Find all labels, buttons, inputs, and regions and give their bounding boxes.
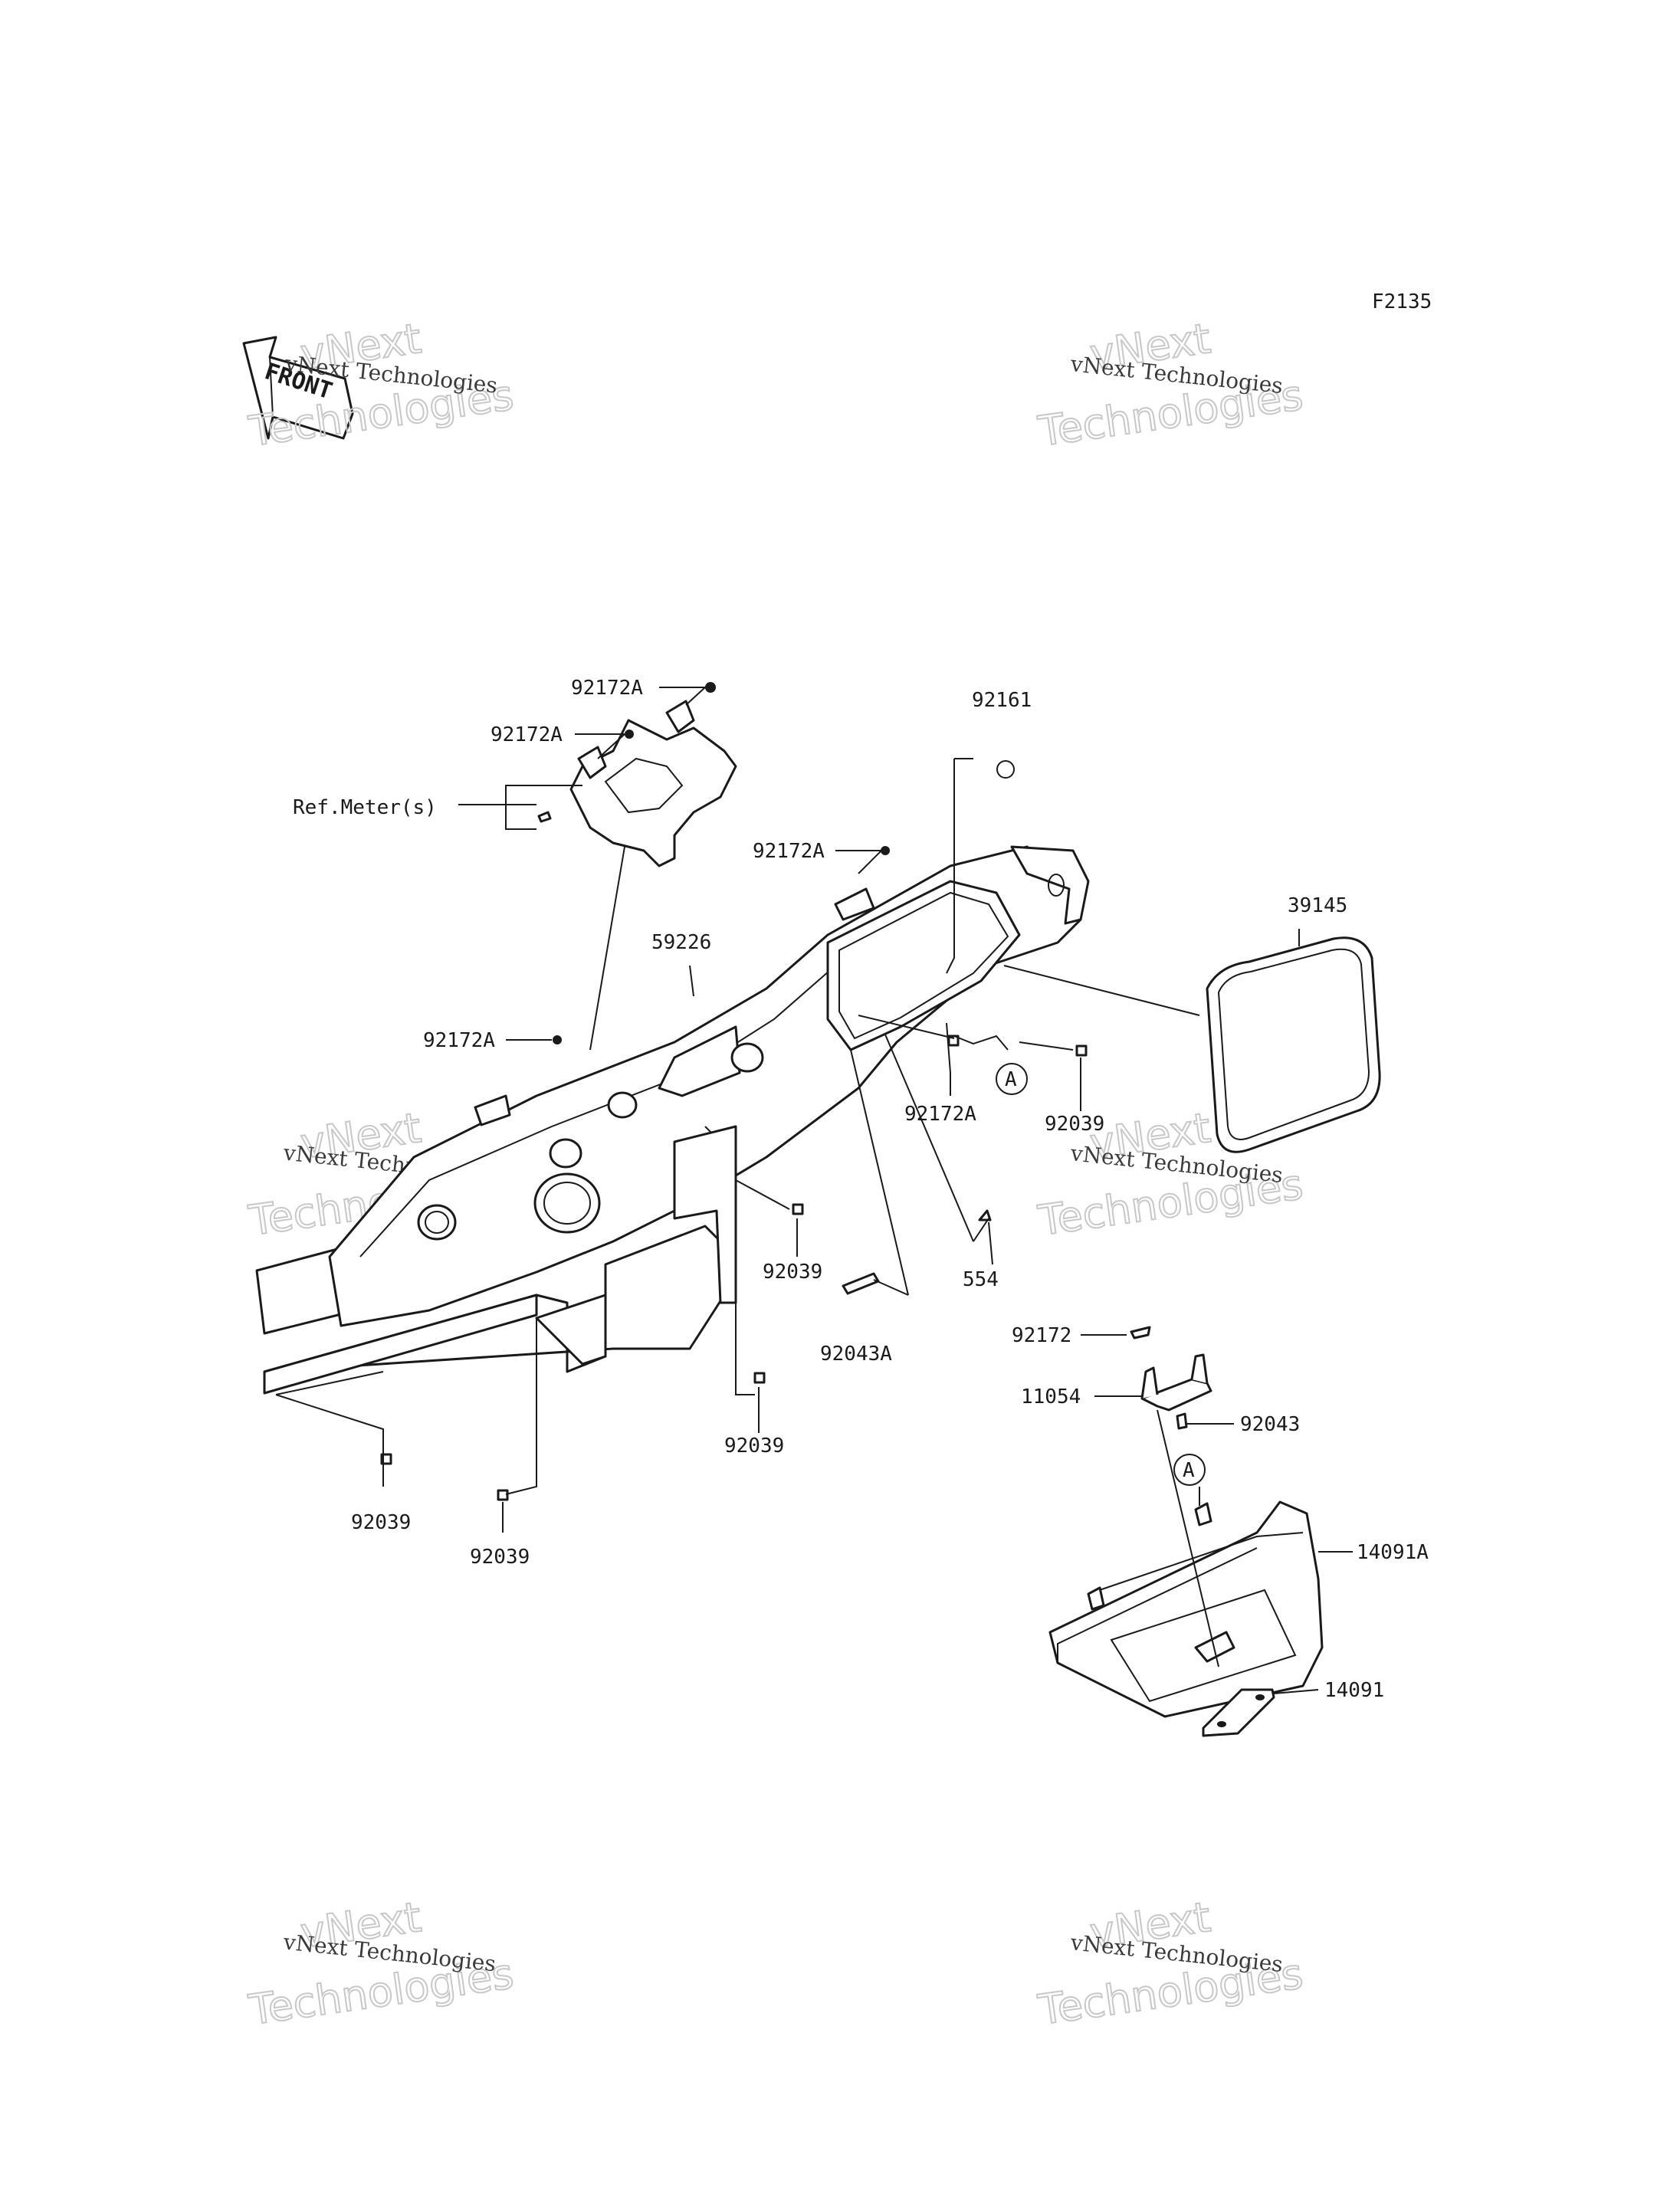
lid-14091A (1048, 1500, 1324, 1718)
lens-14091 (1202, 1688, 1275, 1737)
label-ref-meter: Ref.Meter(s) (293, 796, 437, 819)
label-92172A-top2: 92172A (491, 723, 563, 746)
label-59226: 59226 (651, 931, 711, 954)
label-92039-left: 92039 (351, 1511, 411, 1534)
label-39145: 39145 (1288, 894, 1347, 917)
label-554: 554 (963, 1268, 999, 1291)
marker-a-2: A (1173, 1454, 1206, 1486)
fasteners (380, 682, 1188, 1501)
bracket-11054 (1140, 1353, 1212, 1412)
label-92161: 92161 (972, 689, 1032, 712)
meter-bracket (569, 700, 737, 867)
label-92172A-top1: 92172A (571, 677, 643, 700)
label-14091: 14091 (1324, 1679, 1384, 1702)
label-92043A: 92043A (820, 1343, 892, 1366)
label-14091A: 14091A (1357, 1541, 1429, 1564)
label-92172A-mid: 92172A (753, 840, 825, 863)
label-92039-bottom: 92039 (470, 1546, 530, 1569)
label-92043: 92043 (1240, 1413, 1300, 1436)
gasket-39145 (1206, 936, 1381, 1153)
svg-text:A: A (1005, 1068, 1017, 1091)
leader-lines (275, 687, 1353, 1694)
svg-text:A: A (1183, 1459, 1195, 1482)
label-92172: 92172 (1012, 1324, 1071, 1347)
label-92039-center: 92039 (763, 1261, 822, 1284)
marker-a-1: A (996, 1063, 1028, 1095)
label-92039-lower: 92039 (724, 1435, 784, 1458)
dash-panel-59226 (255, 845, 1090, 1395)
label-92039-right: 92039 (1045, 1113, 1104, 1136)
label-92172A-left: 92172A (423, 1029, 495, 1052)
figure-code: F2135 (1372, 290, 1432, 313)
label-11054: 11054 (1021, 1385, 1081, 1408)
label-92172A-right: 92172A (904, 1103, 976, 1126)
